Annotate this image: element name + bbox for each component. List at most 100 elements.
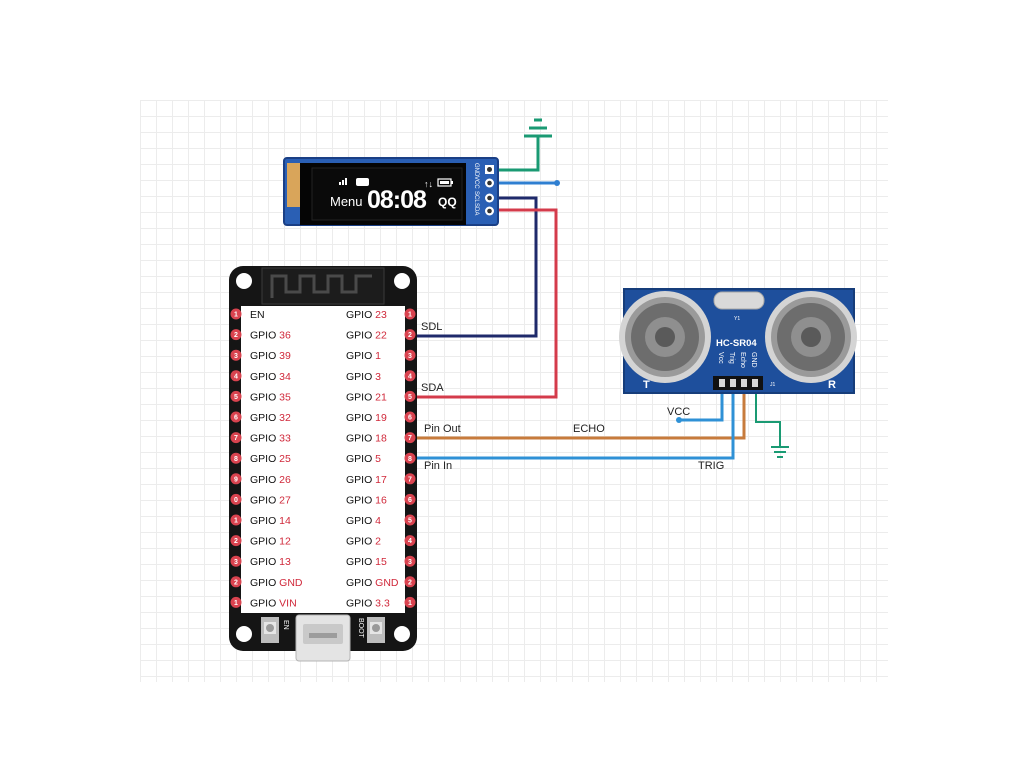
ground-symbol-oled [524, 118, 552, 138]
pin-label: GPIO 23 [346, 309, 387, 321]
pin-pad[interactable] [404, 329, 416, 341]
pin-pad[interactable] [230, 308, 242, 320]
pin-pad[interactable] [404, 349, 416, 361]
pin-pad[interactable] [404, 596, 416, 608]
boot-button[interactable] [367, 617, 385, 643]
pin-pad[interactable] [230, 370, 242, 382]
pin-pad[interactable] [404, 493, 416, 505]
trig-wire [412, 392, 735, 460]
pin-pad[interactable] [404, 555, 416, 567]
pin-pad[interactable] [404, 535, 416, 547]
pin-pad[interactable] [230, 596, 242, 608]
pin-gpio-number: 19 [372, 412, 387, 424]
pin-pad[interactable] [404, 452, 416, 464]
pin-gpio-number: 16 [372, 494, 387, 506]
pin-pad[interactable] [404, 308, 416, 320]
pin-number: 1 [408, 312, 412, 319]
pin-gpio-number: 33 [276, 433, 291, 445]
pin-gpio-number: 12 [276, 536, 291, 548]
oled-flex-cable [287, 163, 301, 207]
pin-pad[interactable] [230, 411, 242, 423]
pin-number: 6 [408, 497, 412, 504]
pin-number: 3 [408, 559, 412, 566]
pin-gpio-number: 22 [372, 330, 387, 342]
pin-label: GPIO 12 [250, 536, 291, 548]
left-pin-row: 2 GPIO GND [230, 576, 303, 589]
pin-pad[interactable] [404, 370, 416, 382]
pin-label: GPIO 1 [346, 350, 381, 362]
pin-pad[interactable] [230, 329, 242, 341]
pin-pad[interactable] [230, 535, 242, 547]
sensor-gnd-wire [755, 392, 781, 446]
pin-gpio-number: 17 [372, 474, 387, 486]
oled-display: ↑↓ Menu 08:08 QQ GND VCC SCL SDA [283, 157, 499, 226]
pin-pad[interactable] [230, 349, 242, 361]
pin-label: GPIO 34 [250, 371, 291, 383]
oled-arrows: ↑↓ [424, 179, 433, 189]
pin-label: GPIO 26 [250, 474, 291, 486]
sensor-vcc-wire [680, 392, 724, 422]
oled-pin-vcc: VCC [473, 176, 479, 189]
pin-label: GPIO GND [346, 577, 399, 589]
pin-number: 7 [408, 476, 412, 483]
micro-usb-port[interactable] [295, 614, 351, 662]
pin-label: GPIO 17 [346, 474, 387, 486]
pin-number: 5 [234, 394, 238, 401]
scl-wire [412, 196, 538, 338]
sensor-model-label: HC-SR04 [716, 338, 757, 349]
sensor-header-pin [741, 379, 747, 387]
pin-pad[interactable] [404, 411, 416, 423]
right-pin-row: 1 GPIO 23 [346, 308, 416, 321]
pin-pad[interactable] [404, 432, 416, 444]
signal-icon [339, 178, 347, 185]
pin-pad[interactable] [404, 473, 416, 485]
pin-gpio-number: 27 [276, 494, 291, 506]
pin-pad[interactable] [230, 493, 242, 505]
boot-button-label: BOOT [357, 618, 364, 639]
pin-pad[interactable] [230, 576, 242, 588]
pin-pad[interactable] [230, 390, 242, 402]
pin-pad[interactable] [404, 514, 416, 526]
pin-pad[interactable] [230, 473, 242, 485]
pin-number: 0 [234, 497, 238, 504]
oled-pin-scl: SCL [473, 191, 479, 203]
pin-pad[interactable] [230, 432, 242, 444]
pin-number: 9 [234, 476, 238, 483]
pin-label: GPIO 35 [250, 391, 291, 403]
pin-gpio-number: 36 [276, 330, 291, 342]
pin-number: 4 [408, 538, 412, 545]
pin-pad[interactable] [230, 514, 242, 526]
pin-number: 2 [234, 579, 238, 586]
sensor-pin-trig: Trig [728, 352, 735, 364]
pin-number: 2 [408, 332, 412, 339]
pin-number: 3 [408, 353, 412, 360]
sda-label: SDA [421, 382, 444, 394]
pin-pad[interactable] [404, 576, 416, 588]
pin-pad[interactable] [230, 452, 242, 464]
pin-label: GPIO GND [250, 577, 303, 589]
esp32-module-face [241, 306, 405, 613]
en-button[interactable] [261, 617, 279, 643]
pin-pad[interactable] [404, 390, 416, 402]
sensor-r-label: R [828, 379, 836, 391]
pin-pad[interactable] [230, 555, 242, 567]
pin-gpio-number: 25 [276, 453, 291, 465]
echo-wire [412, 392, 746, 440]
oled-pin-header: GND VCC SCL SDA [473, 163, 494, 216]
pin-label: GPIO 36 [250, 330, 291, 342]
wires [412, 136, 781, 460]
pin-number: 4 [408, 373, 412, 380]
oled-pin-gnd: GND [473, 163, 479, 177]
oled-screen-window [311, 167, 463, 221]
